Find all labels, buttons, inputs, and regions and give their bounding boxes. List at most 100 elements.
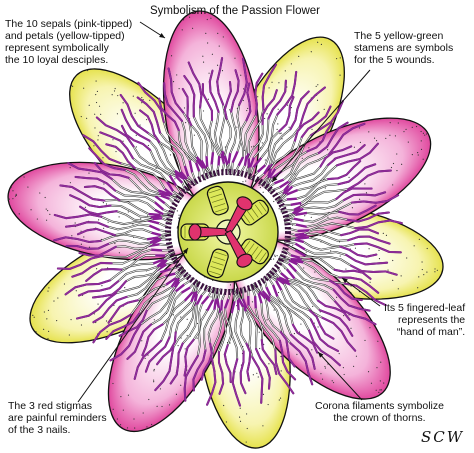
speckle-dot xyxy=(353,365,355,367)
corona-filament-tip xyxy=(261,89,278,126)
speckle-dot xyxy=(246,427,248,430)
speckle-dot xyxy=(71,235,73,237)
corona-filament-tip xyxy=(260,338,278,376)
speckle-dot xyxy=(396,169,398,172)
speckle-dot xyxy=(103,183,105,185)
corona-filament-tip xyxy=(169,342,184,385)
speckle-dot xyxy=(146,426,148,428)
label-line: represent symbolically xyxy=(5,42,109,54)
speckle-dot xyxy=(153,319,155,321)
label-line: represents the xyxy=(398,314,466,326)
speckle-dot xyxy=(273,309,275,311)
speckle-dot xyxy=(127,211,129,213)
speckle-dot xyxy=(424,134,426,136)
speckle-dot xyxy=(380,389,382,391)
corona-filament-band xyxy=(183,291,194,302)
corona-filament-band xyxy=(165,277,177,286)
speckle-dot xyxy=(377,340,379,342)
corona-filament-tip xyxy=(163,82,183,122)
anther-texture xyxy=(210,265,223,271)
speckle-dot xyxy=(15,194,17,196)
corona-filament-tip xyxy=(316,299,351,321)
corona-filament-tip xyxy=(328,122,366,156)
corona-filament-band xyxy=(295,223,307,228)
corona-filament-band xyxy=(265,286,272,297)
corona-filament-band xyxy=(157,189,170,196)
speckle-dot xyxy=(239,420,242,422)
speckle-dot xyxy=(367,371,370,373)
speckle-dot xyxy=(47,337,49,340)
flower-center xyxy=(165,169,291,295)
speckle-dot xyxy=(144,357,146,360)
corona-filament-tip xyxy=(329,279,363,302)
speckle-dot xyxy=(378,391,380,394)
speckle-dot xyxy=(229,342,231,344)
speckle-dot xyxy=(385,137,387,140)
speckle-dot xyxy=(345,268,347,270)
corona-filament-tip xyxy=(267,79,287,120)
speckle-dot xyxy=(113,304,115,306)
label-line: The 5 yellow-green xyxy=(354,30,444,42)
speckle-dot xyxy=(83,236,85,238)
speckle-dot xyxy=(205,32,207,34)
anther-texture xyxy=(258,252,267,263)
corona-filament-tip xyxy=(291,323,319,354)
corona-filament-tip xyxy=(337,163,377,186)
corona-filament-tip xyxy=(345,253,389,266)
pointer-line xyxy=(271,69,371,183)
corona-filament-band xyxy=(180,286,191,294)
speckle-dot xyxy=(210,17,212,19)
speckle-dot xyxy=(33,316,35,318)
speckle-dot xyxy=(117,95,119,97)
speckle-dot xyxy=(46,219,48,221)
corona-filament-band xyxy=(159,268,171,274)
speckle-dot xyxy=(146,119,148,121)
speckle-dot xyxy=(159,388,162,390)
speckle-dot xyxy=(84,206,87,208)
speckle-dot xyxy=(245,441,247,443)
speckle-dot xyxy=(251,301,254,303)
speckle-dot xyxy=(178,88,180,90)
speckle-dot xyxy=(229,284,232,286)
speckle-dot xyxy=(426,247,428,250)
speckle-dot xyxy=(284,70,286,72)
speckle-dot xyxy=(105,320,108,322)
speckle-dot xyxy=(324,365,326,368)
speckle-dot xyxy=(343,373,345,376)
corona-filament-band xyxy=(295,233,308,240)
speckle-dot xyxy=(63,283,66,285)
corona-filament-tip xyxy=(332,288,371,312)
speckle-dot xyxy=(95,321,97,324)
corona-filament-band xyxy=(159,259,168,269)
stamen-group xyxy=(206,185,229,216)
speckle-dot xyxy=(413,245,415,247)
speckle-dot xyxy=(246,413,248,415)
corona-inner-ring xyxy=(165,169,291,295)
speckle-dot xyxy=(312,305,314,308)
speckle-dot xyxy=(111,94,113,96)
corona-filament-tip xyxy=(119,93,149,134)
corona-filament-band xyxy=(170,277,179,288)
speckle-dot xyxy=(184,348,186,350)
speckle-dot xyxy=(425,133,428,135)
label-line: of the 3 nails. xyxy=(8,424,71,436)
speckle-dot xyxy=(287,104,289,106)
speckle-dot xyxy=(290,63,292,65)
speckle-dot xyxy=(180,337,182,339)
corona-filament-band xyxy=(261,290,271,300)
speckle-dot xyxy=(95,80,97,82)
speckle-dot xyxy=(264,159,266,161)
corona-filament-band xyxy=(279,180,290,189)
speckle-dot xyxy=(140,218,142,220)
corona-filament-band xyxy=(165,272,176,278)
corona-filament-tip xyxy=(335,142,379,167)
speckle-dot xyxy=(96,268,98,270)
corona-filament-band xyxy=(297,236,310,240)
speckle-dot xyxy=(417,154,419,156)
speckle-dot xyxy=(97,303,99,305)
label-line: “hand of man”. xyxy=(396,326,466,338)
speckle-dot xyxy=(101,285,103,287)
corona-filament-tip xyxy=(105,312,141,340)
speckle-dot xyxy=(390,166,393,169)
speckle-dot xyxy=(180,384,182,386)
